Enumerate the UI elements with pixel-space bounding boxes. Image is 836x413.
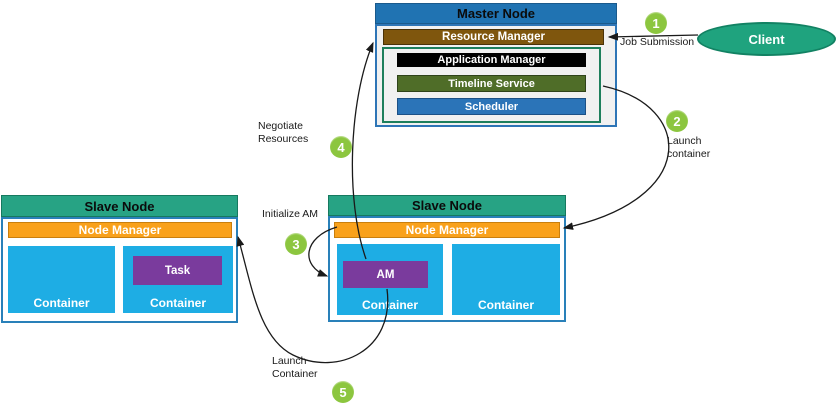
container-label: Container [477, 298, 534, 312]
step-badge-3: 3 [285, 233, 307, 255]
label-job-submission: Job Submission [620, 36, 695, 48]
slave-left-container-1: Container [8, 246, 115, 313]
container-label: Container [33, 296, 90, 310]
step-badge-1: 1 [645, 12, 667, 34]
step-badge-4: 4 [330, 136, 352, 158]
container-label: Container [361, 298, 418, 312]
slave-right-node-manager-bar: Node Manager [334, 222, 560, 238]
container-label: Container [149, 296, 206, 310]
timeline-service-bar: Timeline Service [397, 75, 586, 92]
label-negotiate-resources: Negotiate Resources [258, 120, 309, 145]
application-manager-bar: Application Manager [397, 53, 586, 67]
resource-manager-inner-box [382, 47, 601, 123]
label-initialize-am: Initialize AM [262, 208, 319, 220]
step-badge-2: 2 [666, 110, 688, 132]
slave-left-node-manager-bar: Node Manager [8, 222, 232, 238]
slave-node-right-title: Slave Node [328, 195, 566, 216]
client-ellipse: Client [697, 22, 836, 56]
slave-right-container-2: Container [452, 244, 560, 315]
scheduler-bar: Scheduler [397, 98, 586, 115]
master-node-title: Master Node [375, 3, 617, 24]
slave-node-left-title: Slave Node [1, 195, 238, 217]
task-box: Task [133, 256, 222, 285]
application-master-box: AM [343, 261, 428, 288]
resource-manager-bar: Resource Manager [383, 29, 604, 45]
label-launch-container-5: Launch Container [272, 355, 318, 380]
label-launch-container-2: Launch container [667, 135, 711, 160]
step-badge-5: 5 [332, 381, 354, 403]
